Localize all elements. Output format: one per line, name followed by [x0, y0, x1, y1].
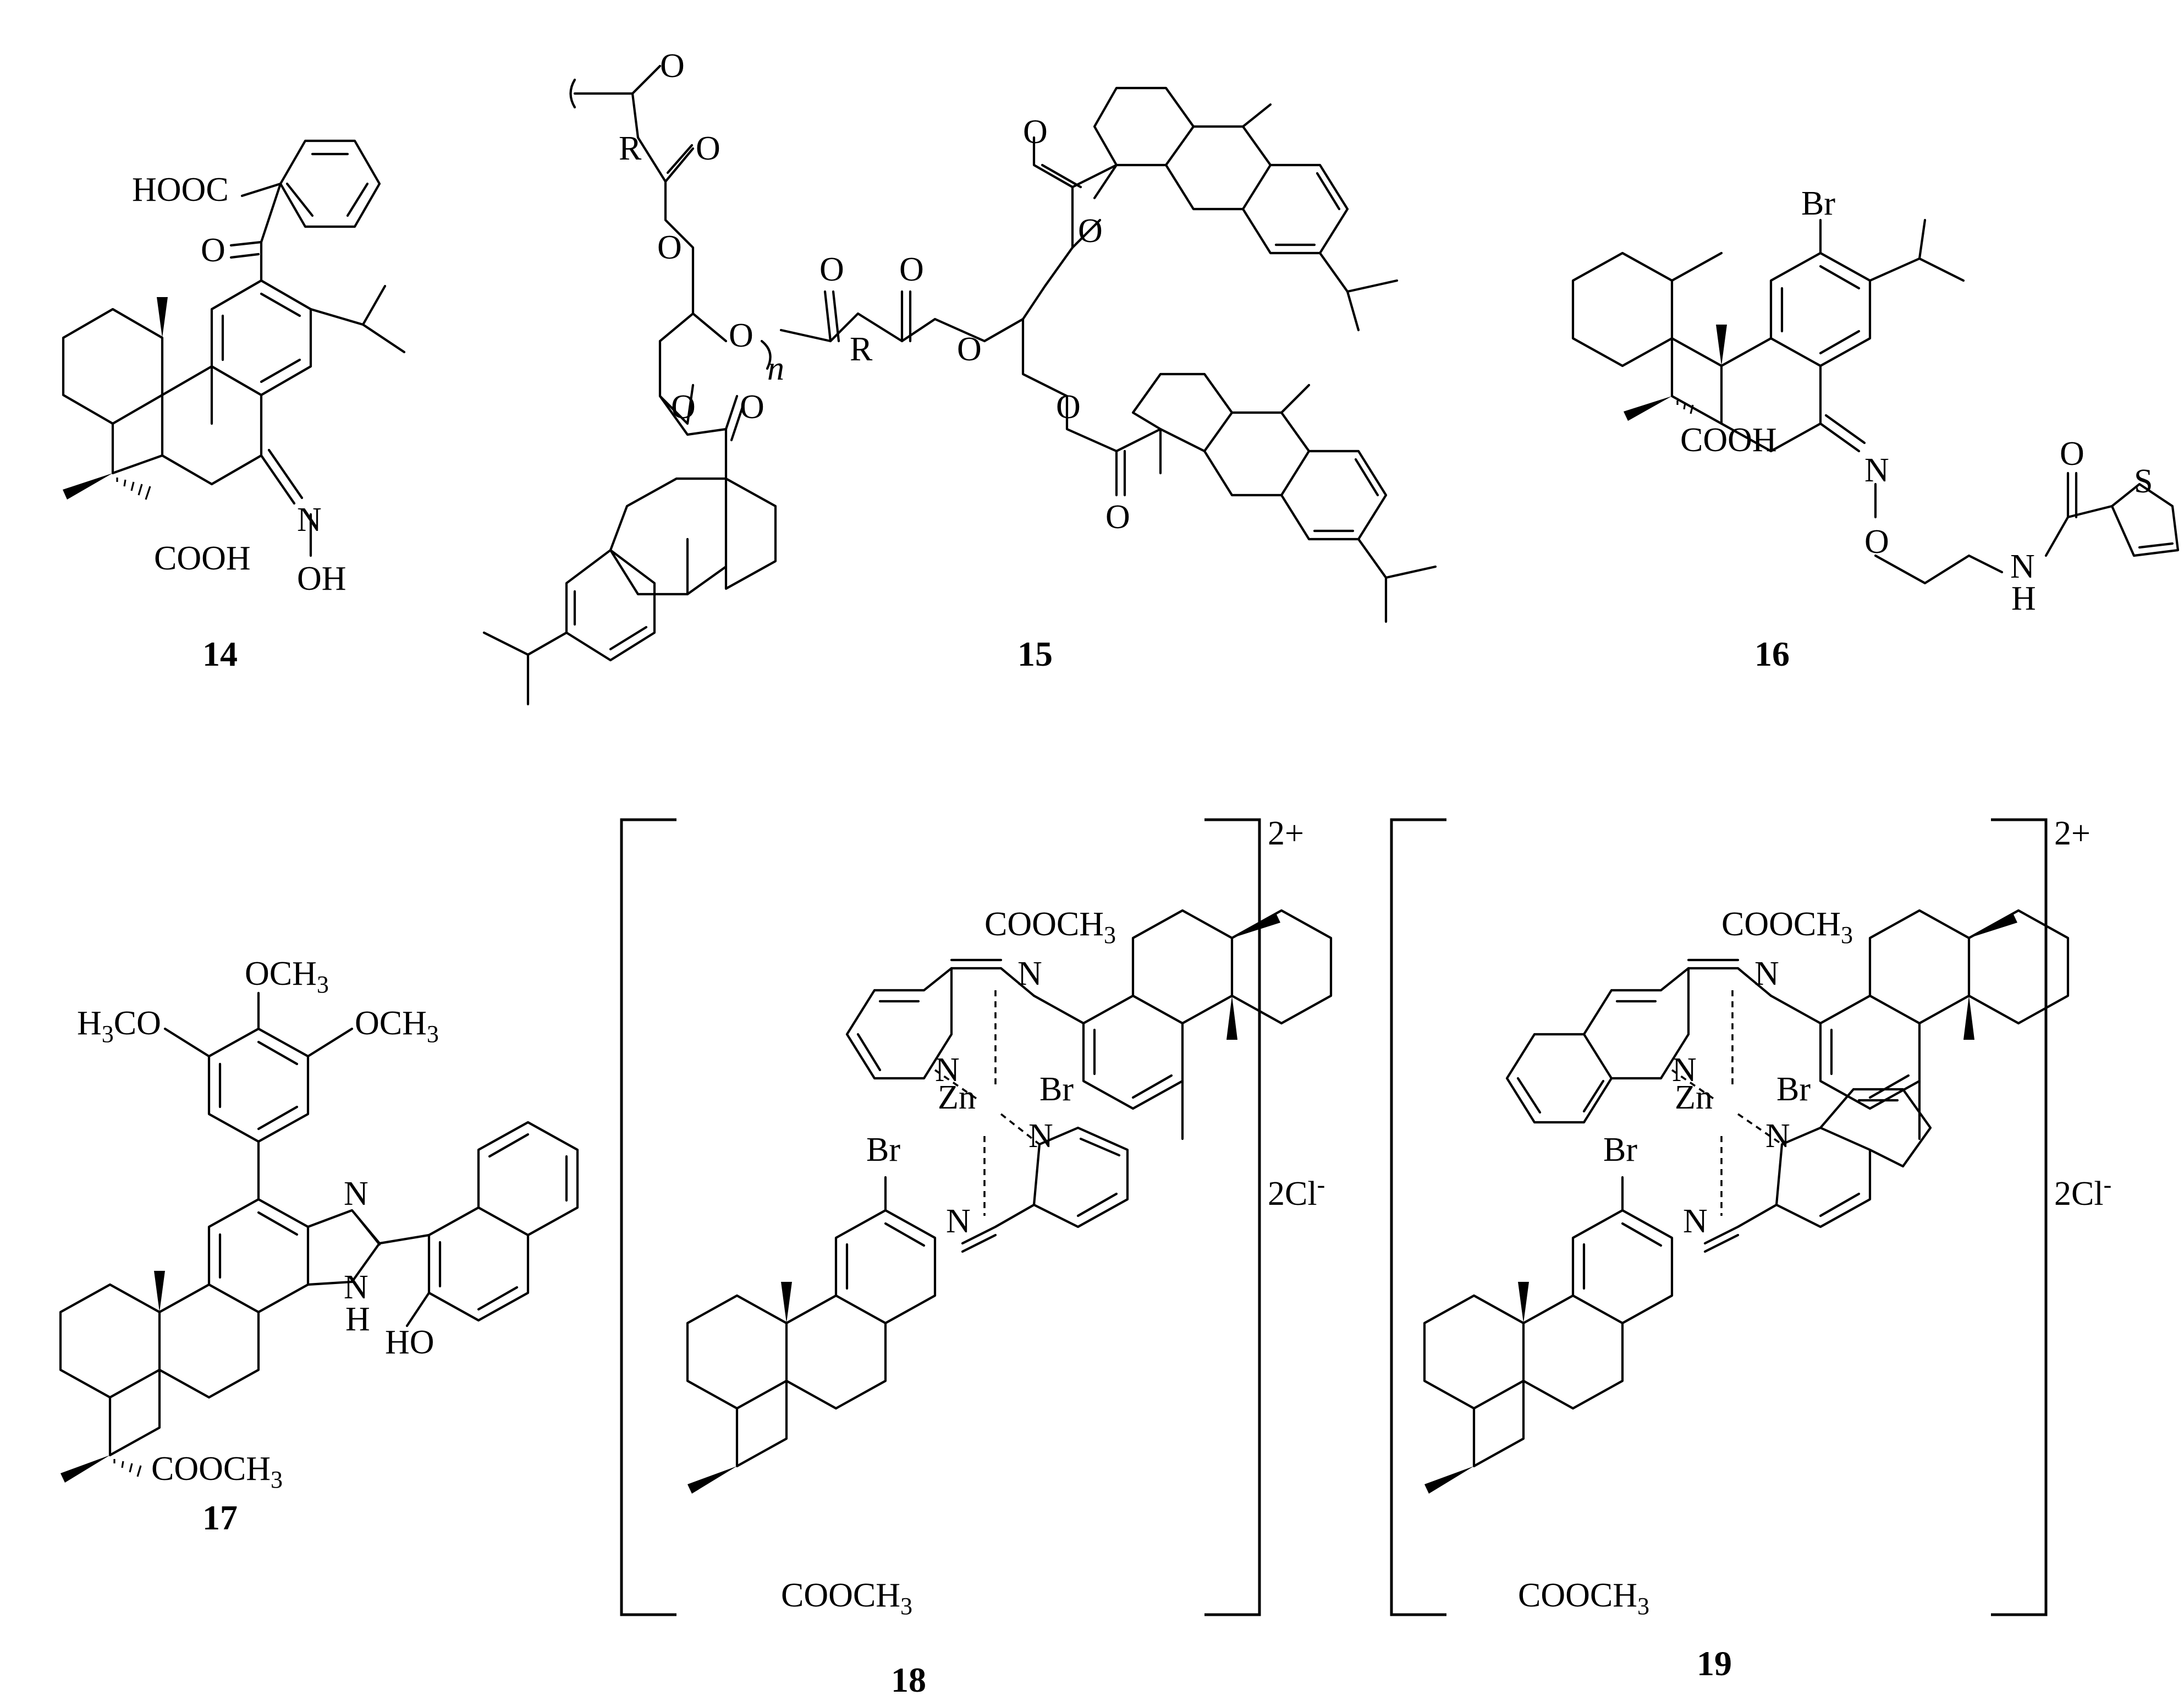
- c18-imine-n-lower: N: [946, 1203, 971, 1240]
- c15-o-11: O: [1078, 212, 1103, 250]
- c15-r-1: R: [619, 130, 642, 167]
- c19-cooch3-bottom: COOCH3: [1518, 1577, 1649, 1620]
- c14-cooh-label: COOH: [154, 540, 251, 577]
- c16-oxime-o: O: [1864, 523, 1889, 561]
- c18-imine-n-upper: N: [1017, 955, 1042, 992]
- c17-imidazole-n: N: [344, 1175, 368, 1213]
- compound-18-structure: COOCH3 Zn Br Br N N N N COOCH3 2+ 2Cl- 1…: [620, 815, 1333, 1699]
- c18-pyridine-n-lower: N: [1028, 1117, 1053, 1155]
- c17-imidazole-nh-n: N: [344, 1269, 368, 1306]
- c19-imine-n-upper: N: [1754, 955, 1779, 992]
- c16-cooh: COOH: [1680, 421, 1777, 459]
- c14-oxime-oh: OH: [297, 560, 346, 597]
- c15-o-12: O: [1056, 388, 1081, 426]
- compound-label-15: 15: [1017, 634, 1053, 673]
- c17-naphthol-ho: HO: [385, 1324, 434, 1361]
- c18-zinc: Zn: [938, 1079, 976, 1116]
- c15-o-8: O: [671, 388, 696, 426]
- c15-o-1: O: [660, 47, 685, 85]
- c16-amide-o: O: [2060, 435, 2084, 473]
- c18-counterion: 2Cl-: [1268, 1171, 1325, 1213]
- c18-charge: 2+: [1268, 815, 1304, 852]
- c18-br-upper: Br: [1039, 1071, 1074, 1108]
- compound-19-structure: COOCH3 Zn Br Br N N N N COOCH3 2+ 2Cl- 1…: [1390, 815, 2111, 1683]
- c19-quinoline-n-lower: N: [1765, 1117, 1790, 1155]
- c15-o-7: O: [957, 331, 982, 368]
- c19-cooch3-top: COOCH3: [1721, 906, 1853, 948]
- compound-label-14: 14: [202, 634, 238, 673]
- c15-o-5: O: [819, 251, 844, 288]
- c18-cooch3-bottom: COOCH3: [781, 1577, 912, 1620]
- compound-label-18: 18: [891, 1660, 926, 1699]
- c18-br-lower: Br: [866, 1131, 900, 1169]
- c14-ketone-o: O: [201, 232, 225, 269]
- c14-hooc-label: HOOC: [132, 171, 229, 209]
- c17-cooch3: COOCH3: [151, 1450, 283, 1493]
- compound-16-structure: Br COOH N O N H O S 16: [1571, 185, 2180, 673]
- c16-thiophene-s: S: [2134, 463, 2153, 500]
- c16-oxime-n: N: [1864, 452, 1889, 489]
- c19-counterion: 2Cl-: [2054, 1171, 2111, 1213]
- c18-pyridine-n-upper: N: [935, 1051, 960, 1089]
- c18-right-bracket: [1204, 818, 1261, 1616]
- c17-och3-top: OCH3: [245, 955, 329, 998]
- c19-br-lower: Br: [1603, 1131, 1637, 1169]
- c15-r-2: R: [850, 331, 873, 368]
- c18-left-bracket: [620, 818, 676, 1616]
- c19-zinc: Zn: [1675, 1079, 1713, 1116]
- c17-h3co-left: H3CO: [77, 1005, 161, 1047]
- c16-amide-h: H: [2011, 580, 2036, 617]
- c16-br: Br: [1801, 185, 1835, 222]
- compound-17-structure: OCH3 OCH3 H3CO N N H HO COOCH3 17: [59, 955, 579, 1537]
- compound-15-structure: O R O O O n O R O O O O O O O O 15: [482, 47, 1437, 706]
- c19-right-bracket: [1991, 818, 2048, 1616]
- c15-o-9: O: [740, 388, 764, 426]
- compound-label-17: 17: [202, 1498, 238, 1537]
- c17-och3-right: OCH3: [355, 1005, 439, 1047]
- compound-label-16: 16: [1754, 634, 1790, 673]
- c15-n-subscript: n: [767, 350, 784, 387]
- c19-br-upper: Br: [1776, 1071, 1811, 1108]
- c18-cooch3-top: COOCH3: [984, 906, 1116, 948]
- c19-left-bracket: [1390, 818, 1446, 1616]
- c15-o-3: O: [657, 229, 682, 266]
- c19-charge: 2+: [2054, 815, 2091, 852]
- compound-label-19: 19: [1697, 1644, 1732, 1683]
- c15-o-10: O: [1023, 113, 1048, 151]
- c17-imidazole-nh-h: H: [345, 1301, 370, 1338]
- c15-o-13: O: [1105, 498, 1130, 536]
- c14-oxime-n: N: [297, 501, 322, 539]
- compound-14-structure: HOOC O N OH COOH 14: [62, 139, 406, 673]
- c15-o-2: O: [696, 130, 720, 167]
- c15-o-6: O: [899, 251, 924, 288]
- c19-imine-n-lower: N: [1683, 1203, 1708, 1240]
- c16-amide-n: N: [2010, 548, 2035, 585]
- c19-quinoline-n-upper: N: [1672, 1051, 1697, 1089]
- c15-o-4: O: [729, 317, 753, 354]
